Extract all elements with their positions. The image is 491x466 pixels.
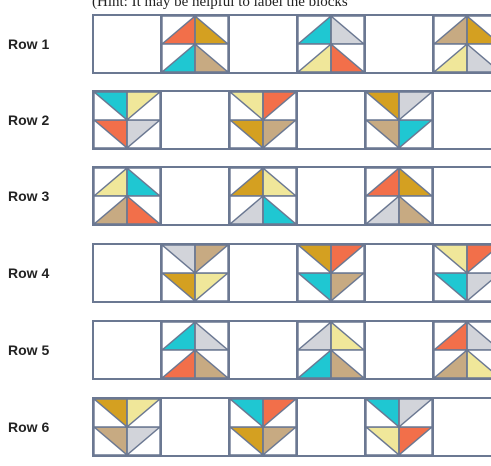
flying-geese-block <box>94 168 160 224</box>
flying-geese-block <box>230 168 296 224</box>
quilt-block-arrow-down <box>162 245 230 301</box>
grid-cell <box>94 245 162 301</box>
flying-geese-block <box>366 399 432 455</box>
grid-cell <box>94 322 162 378</box>
quilt-block-arrow-up <box>162 322 230 378</box>
row-label: Row 5 <box>8 342 88 358</box>
flying-geese-block <box>434 322 491 378</box>
row-strip <box>92 90 491 150</box>
flying-geese-block <box>230 399 296 455</box>
quilt-block-arrow-down <box>366 92 434 148</box>
quilt-block-arrow-up <box>298 16 366 72</box>
grid-cell <box>434 399 491 455</box>
grid-cell <box>366 245 434 301</box>
row-label: Row 3 <box>8 188 88 204</box>
grid-cell <box>162 92 230 148</box>
flying-geese-block <box>298 322 364 378</box>
flying-geese-block <box>94 92 160 148</box>
flying-geese-block <box>298 16 364 72</box>
quilt-block-arrow-up <box>230 168 298 224</box>
row-strip <box>92 320 491 380</box>
flying-geese-block <box>366 168 432 224</box>
quilt-block-arrow-down <box>434 245 491 301</box>
flying-geese-block <box>94 399 160 455</box>
flying-geese-block <box>434 245 491 301</box>
row-strip <box>92 243 491 303</box>
quilt-block-arrow-up <box>366 168 434 224</box>
flying-geese-block <box>298 245 364 301</box>
grid-cell <box>230 16 298 72</box>
quilt-block-arrow-down <box>94 399 162 455</box>
row-label: Row 4 <box>8 265 88 281</box>
quilt-block-arrow-up <box>434 322 491 378</box>
quilt-block-arrow-up <box>298 322 366 378</box>
grid-cell <box>94 16 162 72</box>
flying-geese-block <box>162 16 228 72</box>
quilt-block-arrow-down <box>230 92 298 148</box>
row-strip <box>92 397 491 457</box>
flying-geese-block <box>366 92 432 148</box>
row-label: Row 2 <box>8 112 88 128</box>
row-label: Row 6 <box>8 419 88 435</box>
quilt-block-arrow-up <box>434 16 491 72</box>
grid-cell <box>230 322 298 378</box>
grid-cell <box>298 92 366 148</box>
flying-geese-block <box>230 92 296 148</box>
row-strip <box>92 14 491 74</box>
grid-cell <box>162 168 230 224</box>
quilt-block-arrow-up <box>94 168 162 224</box>
flying-geese-block <box>162 245 228 301</box>
grid-cell <box>230 245 298 301</box>
flying-geese-block <box>434 16 491 72</box>
grid-cell <box>366 322 434 378</box>
grid-cell <box>298 399 366 455</box>
hint-caption: (Hint: It may be helpful to label the bl… <box>92 0 348 11</box>
grid-cell <box>434 168 491 224</box>
quilt-block-arrow-down <box>94 92 162 148</box>
row-label: Row 1 <box>8 36 88 52</box>
quilt-block-arrow-down <box>298 245 366 301</box>
grid-cell <box>434 92 491 148</box>
grid-cell <box>366 16 434 72</box>
grid-cell <box>298 168 366 224</box>
flying-geese-block <box>162 322 228 378</box>
quilt-block-arrow-down <box>366 399 434 455</box>
quilt-block-arrow-down <box>230 399 298 455</box>
grid-cell <box>162 399 230 455</box>
row-strip <box>92 166 491 226</box>
quilt-block-arrow-up <box>162 16 230 72</box>
